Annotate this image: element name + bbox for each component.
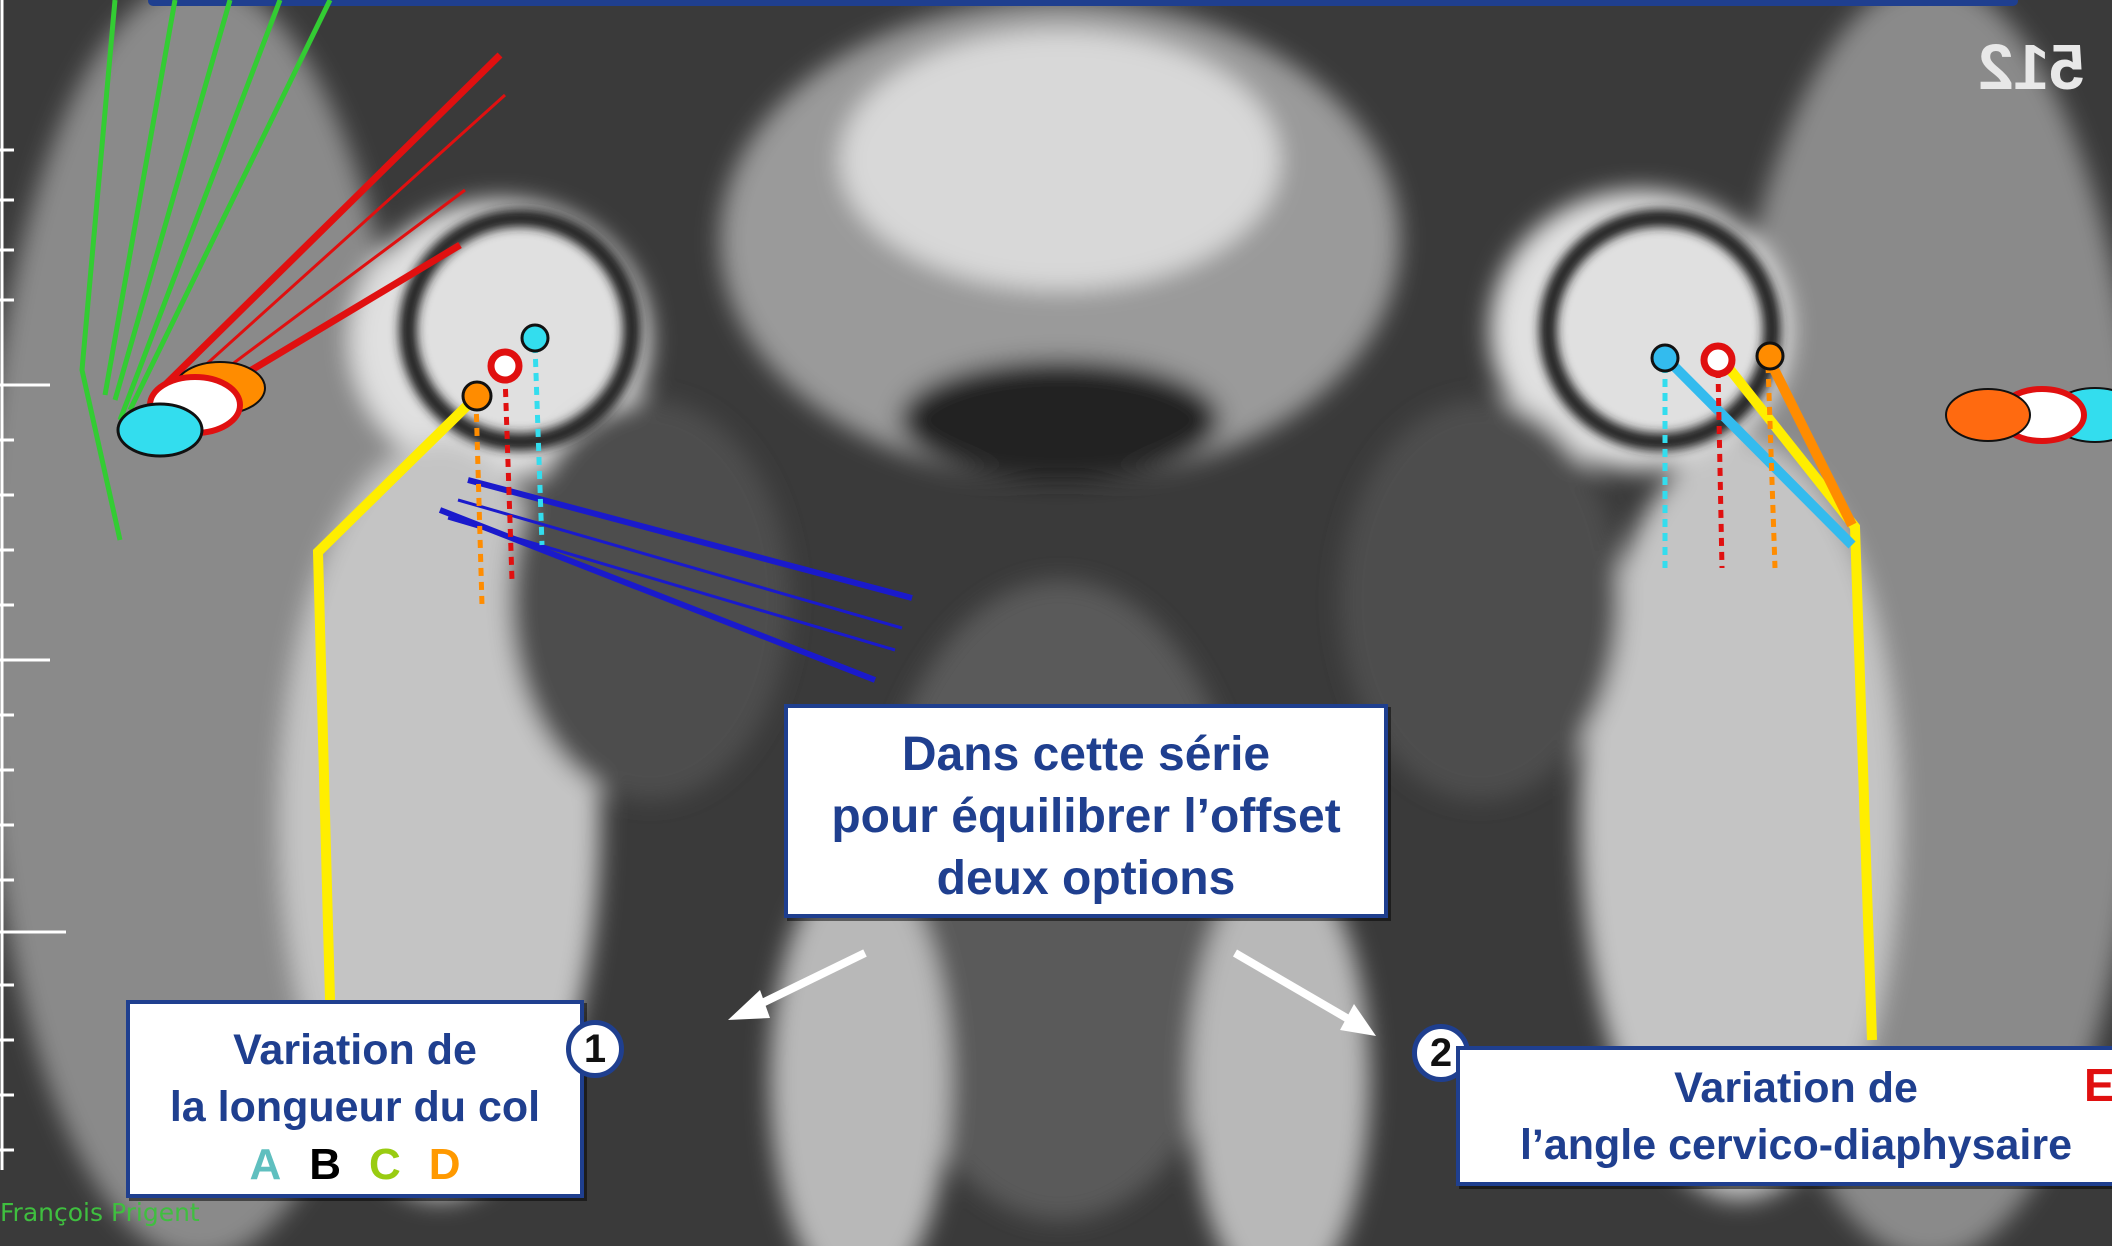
center-line-1: Dans cette série — [788, 724, 1384, 786]
letter-b: B — [309, 1136, 341, 1193]
right-line-2: l’angle cervico-diaphysaire — [1460, 1117, 2112, 1174]
left-cyan-ellipse — [118, 404, 202, 456]
right-orange-dot — [1757, 343, 1783, 369]
badge-1: 1 — [566, 1020, 624, 1078]
corner-label: 512 — [1978, 30, 2085, 104]
letter-c: C — [369, 1136, 401, 1193]
right-line-1: Variation de — [1460, 1060, 2112, 1117]
left-line-2: la longueur du col — [130, 1079, 580, 1136]
right-partial-letter: E — [2084, 1058, 2112, 1112]
left-orange-dot — [463, 382, 491, 410]
left-red-ring — [491, 352, 519, 380]
author-credit: François Prigent — [0, 1198, 200, 1227]
center-caption-box: Dans cette série pour équilibrer l’offse… — [784, 704, 1388, 918]
center-line-2: pour équilibrer l’offset — [788, 786, 1384, 848]
center-line-3: deux options — [788, 848, 1384, 910]
right-orange-ellipse — [1946, 389, 2030, 441]
option-2-box: Variation de l’angle cervico-diaphysaire — [1456, 1046, 2112, 1186]
letter-d: D — [429, 1136, 461, 1193]
left-cyan-dot — [522, 325, 548, 351]
right-cyan-dot — [1652, 345, 1678, 371]
top-bar — [148, 0, 2018, 6]
letter-a: A — [249, 1136, 281, 1193]
left-line-1: Variation de — [130, 1022, 580, 1079]
right-red-ring — [1704, 346, 1732, 374]
